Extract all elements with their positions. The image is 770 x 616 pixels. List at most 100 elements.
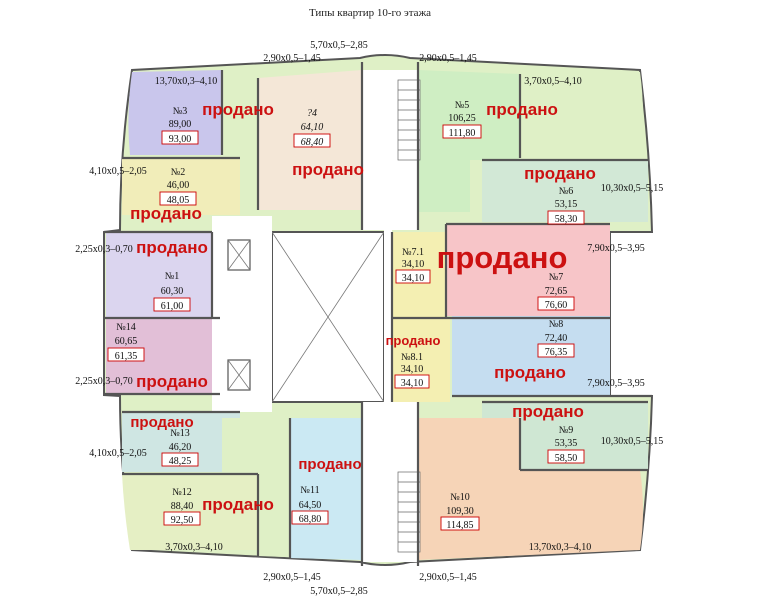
apartment-area: 72,65: [545, 286, 568, 297]
apartment-total-area: 93,00: [169, 134, 192, 145]
sold-label: продано: [298, 456, 361, 473]
apartment-total-area: 68,80: [299, 514, 322, 525]
apartment-3[interactable]: [128, 70, 222, 155]
walls: [104, 62, 652, 566]
dimension-label: 4,10x0,5–2,05: [89, 166, 147, 177]
apartment-area: 64,10: [301, 122, 324, 133]
apartment-area: 53,15: [555, 199, 578, 210]
apartment-total-area: 61,35: [115, 351, 138, 362]
apartment-5-wing[interactable]: [520, 72, 643, 158]
apartment-total-area: 111,80: [449, 128, 476, 139]
dimension-label: 10,30x0,5–5,15: [601, 183, 664, 194]
apartment-6[interactable]: [482, 160, 648, 222]
apartment-number: №13: [170, 428, 190, 439]
apartment-8[interactable]: [452, 316, 610, 396]
apartment-area: 60,30: [161, 286, 184, 297]
apartment-number: №1: [165, 271, 180, 282]
dimension-labels: 5,70x0,5–2,85 2,90x0,5–1,45 2,90x0,5–1,4…: [75, 40, 663, 597]
dimension-label: 2,90x0,5–1,45: [419, 53, 477, 64]
dimension-label: 2,25x0,3–0,70: [75, 376, 133, 387]
apartment-area: 60,65: [115, 336, 138, 347]
apartment-number: №11: [300, 485, 319, 496]
apartment-area: 64,50: [299, 500, 322, 511]
sold-label: продано: [512, 402, 584, 421]
apartment-number: №12: [172, 487, 192, 498]
stairs-top: [397, 79, 421, 161]
dimension-label: 10,30x0,5–5,15: [601, 436, 664, 447]
dimension-label: 5,70x0,5–2,85: [310, 40, 368, 51]
apartment-area: 34,10: [401, 364, 424, 375]
apartment-number: №10: [450, 492, 470, 503]
apartment-number: №2: [171, 167, 186, 178]
apartment-area: 106,25: [448, 113, 476, 124]
apartment-5[interactable]: [418, 70, 520, 212]
sold-labels: продано продано продано продано продано …: [130, 100, 596, 514]
apartment-total-area: 58,30: [555, 214, 578, 225]
apartment-number: №9: [559, 425, 574, 436]
apartment-number: №6: [559, 186, 574, 197]
apartment-7[interactable]: [446, 224, 610, 316]
apartment-area: 46,00: [167, 180, 190, 191]
dimension-label: 2,25x0,3–0,70: [75, 244, 133, 255]
apartment-number: №8: [549, 319, 564, 330]
sold-label: продано: [202, 495, 274, 514]
apartment-number: №5: [455, 100, 470, 111]
apartment-14[interactable]: [106, 318, 220, 394]
dimension-label: 5,70x0,5–2,85: [310, 586, 368, 597]
apartment-13[interactable]: [122, 412, 240, 472]
apartment-area: 88,40: [171, 501, 194, 512]
apartment-total-area: 58,50: [555, 453, 578, 464]
apartment-area: 89,00: [169, 119, 192, 130]
apartment-total-area: 34,10: [401, 378, 424, 389]
apartment-number: №14: [116, 322, 136, 333]
page-title: Типы квартир 10-го этажа: [309, 7, 431, 19]
sold-label: продано: [494, 363, 566, 382]
dimension-label: 4,10x0,5–2,05: [89, 448, 147, 459]
sold-label: продано: [130, 414, 193, 431]
sold-label: продано: [202, 100, 274, 119]
apartment-9[interactable]: [482, 402, 648, 470]
apartment-area: 34,10: [402, 259, 425, 270]
apartment-total-area: 92,50: [171, 515, 194, 526]
apartment-area: 109,30: [446, 506, 474, 517]
apartment-total-area: 61,00: [161, 301, 184, 312]
sold-label: продано: [130, 204, 202, 223]
sold-label: продано: [524, 164, 596, 183]
apartment-1[interactable]: [106, 232, 212, 318]
apartment-total-area: 114,85: [446, 520, 473, 531]
apartment-number: №3: [173, 106, 188, 117]
dimension-label: 2,90x0,5–1,45: [419, 572, 477, 583]
apartment-area: 46,20: [169, 442, 192, 453]
apartment-number: №8.1: [401, 352, 423, 363]
corridor-right: [384, 216, 392, 412]
stairs-bottom: [397, 471, 421, 553]
dimension-label: 2,90x0,5–1,45: [263, 53, 321, 64]
apartment-area: 53,35: [555, 438, 578, 449]
sold-label: продано: [437, 240, 568, 275]
sold-label: продано: [292, 160, 364, 179]
sold-label: продано: [136, 372, 208, 391]
apartment-number: №7: [549, 272, 564, 283]
dimension-label: 7,90x0,5–3,95: [587, 378, 645, 389]
apartment-number: ?4: [307, 108, 317, 119]
apartment-labels: №3 89,00 93,00 ?4 64,10 68,40 №5 106,25 …: [107, 100, 585, 531]
dimension-label: 2,90x0,5–1,45: [263, 572, 321, 583]
apartment-area: 72,40: [545, 333, 568, 344]
apartment-total-area: 34,10: [402, 273, 425, 284]
apartment-number: №7.1: [402, 247, 424, 258]
sold-label: продано: [486, 100, 558, 119]
apartment-2[interactable]: [122, 158, 240, 215]
sold-label: продано: [386, 333, 441, 348]
apartment-total-area: 76,35: [545, 347, 568, 358]
dimension-label: 3,70x0,5–4,10: [524, 76, 582, 87]
apartment-total-area: 48,25: [169, 456, 192, 467]
dimension-label: 3,70x0,3–4,10: [165, 542, 223, 553]
apartment-total-area: 48,05: [167, 195, 190, 206]
dimension-label: 7,90x0,5–3,95: [587, 243, 645, 254]
apartment-total-area: 76,60: [545, 300, 568, 311]
apartment-total-area: 68,40: [301, 137, 324, 148]
apartment-11[interactable]: [290, 418, 362, 560]
dimension-label: 13,70x0,3–4,10: [155, 76, 218, 87]
dimension-label: 13,70x0,3–4,10: [529, 542, 592, 553]
